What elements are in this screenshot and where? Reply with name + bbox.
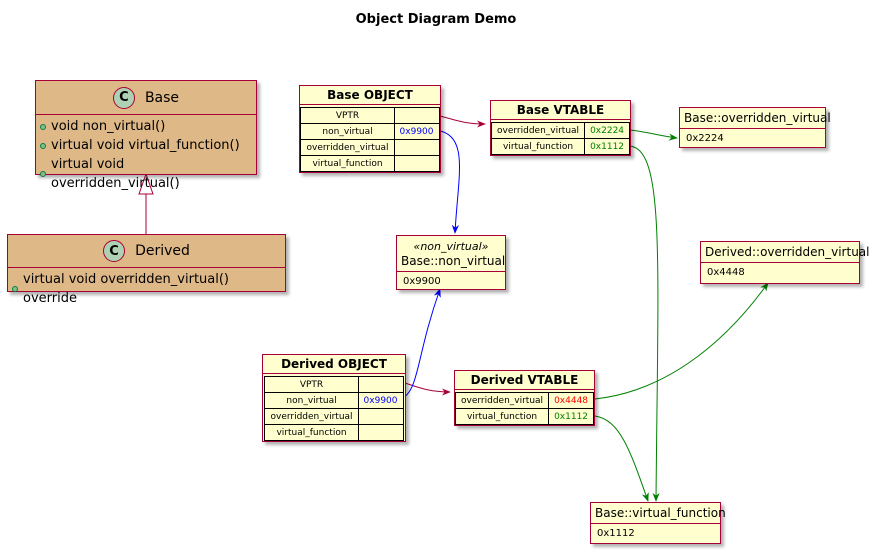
base-member-1: virtual void virtual_function() (40, 136, 252, 155)
inheritance-arrowhead (138, 172, 154, 195)
derived-class-header: C Derived (8, 235, 285, 268)
base-class[interactable]: C Base void non_virtual() virtual void v… (35, 80, 257, 191)
base-class-members: void non_virtual() virtual void virtual_… (36, 115, 256, 197)
stereotype-label: «non_virtual» (413, 240, 489, 253)
public-method-icon (40, 142, 46, 149)
base-class-header: C Base (36, 81, 256, 115)
base-member-0: void non_virtual() (40, 117, 252, 136)
function-address: 0x9900 (403, 276, 441, 287)
derived-overridden-edge (594, 282, 769, 400)
function-name: Derived::overridden_virtual (701, 242, 869, 263)
derived-object-title: Derived OBJECT (263, 355, 405, 374)
table-row: virtual_function (264, 424, 404, 441)
base-member-2: virtual void overridden_virtual() (40, 155, 252, 193)
derived-member-0: virtual void overridden_virtual() overri… (12, 270, 281, 308)
function-address: 0x1112 (597, 528, 635, 539)
base-object-title: Base OBJECT (300, 86, 440, 105)
base-vptr-edge (439, 115, 486, 128)
base-class-name: Base (144, 89, 180, 106)
function-address: 0x4448 (707, 267, 745, 278)
function-address: 0x2224 (686, 133, 724, 144)
table-row: virtual_function (300, 155, 440, 172)
diagram-title: Object Diagram Demo (355, 12, 517, 27)
base-overridden-edge (629, 129, 678, 141)
derived-class-name: Derived (135, 243, 190, 259)
non-virtual-object[interactable]: «non_virtual» Base::non_virtual 0x9900 (396, 235, 506, 290)
table-row: VPTR (300, 107, 440, 124)
base-overridden-virtual-object[interactable]: Base::overridden_virtual 0x2224 (679, 107, 831, 148)
function-name: Base::virtual_function (591, 503, 726, 524)
base-virtual-function-edge (629, 145, 660, 502)
base-vtable-title: Base VTABLE (491, 101, 630, 120)
derived-overridden-virtual-object[interactable]: Derived::overridden_virtual 0x4448 (700, 241, 869, 284)
virtual-function-object[interactable]: Base::virtual_function 0x1112 (590, 502, 726, 544)
class-badge-icon: C (112, 86, 135, 109)
public-method-icon (12, 286, 18, 292)
base-non-virtual-edge (435, 129, 460, 234)
derived-class[interactable]: C Derived virtual void overridden_virtua… (7, 234, 286, 306)
table-row: VPTR (264, 376, 404, 393)
derived-vtable-title: Derived VTABLE (455, 371, 594, 390)
function-name: «non_virtual» Base::non_virtual (397, 236, 505, 272)
class-badge-icon: C (103, 240, 126, 262)
table-row: overridden_virtual (264, 408, 404, 425)
derived-vptr-edge (404, 382, 451, 396)
derived-class-members: virtual void overridden_virtual() overri… (8, 268, 285, 312)
derived-virtual-function-edge (594, 415, 649, 502)
function-name: Base::overridden_virtual (680, 108, 831, 129)
public-method-icon (40, 171, 46, 177)
table-row: overridden_virtual (300, 139, 440, 156)
public-method-icon (40, 123, 46, 130)
